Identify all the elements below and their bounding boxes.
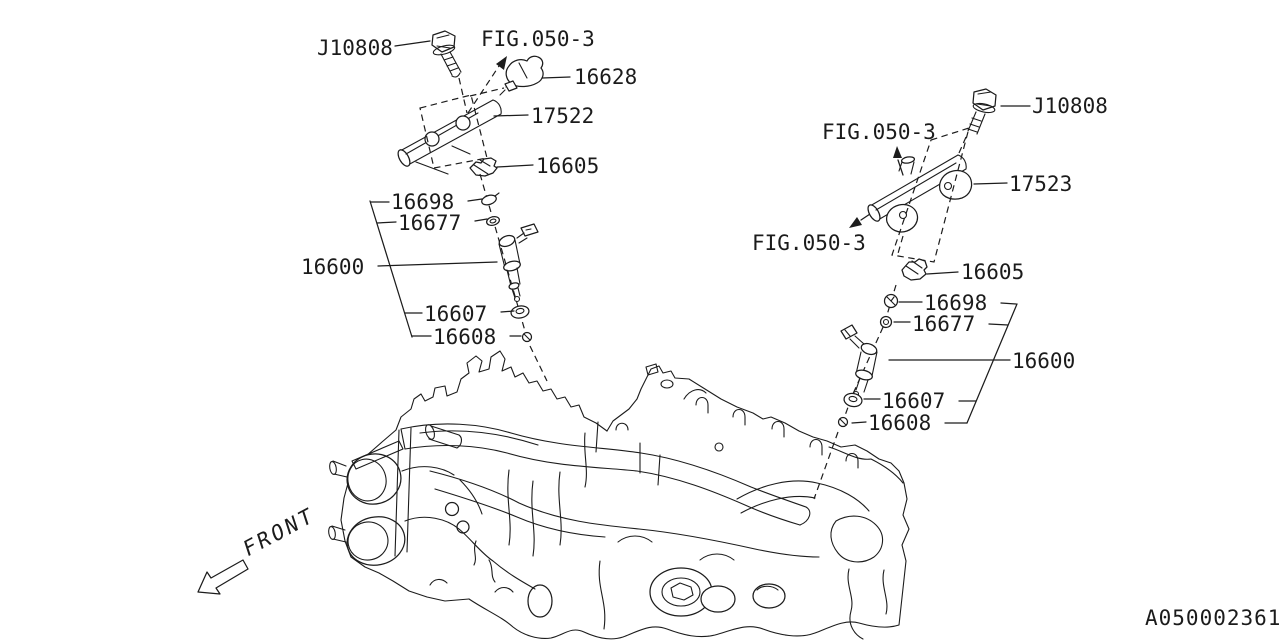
fuel-rail-17522 <box>397 80 518 175</box>
bolt-left <box>431 30 462 78</box>
part-label-16698-left: 16698 <box>391 190 455 214</box>
leader-lines-right <box>851 105 1031 424</box>
injector-16600-left <box>498 223 539 303</box>
part-label-16628: 16628 <box>574 65 638 89</box>
part-label-16608-left: 16608 <box>433 325 497 349</box>
drawing-number: A050002361 <box>1145 606 1280 630</box>
bolt-axis-dashed-right <box>958 136 967 154</box>
part-label-16677-left: 16677 <box>398 211 462 235</box>
part-label-16607-right: 16607 <box>882 389 946 413</box>
part-label-17522: 17522 <box>531 104 595 128</box>
leader-lines-left <box>369 40 571 338</box>
bolt-axis-dashed-left <box>458 77 468 114</box>
fuel-rail-17523 <box>867 154 973 233</box>
part-label-j10808-left: J10808 <box>317 36 393 60</box>
part-label-16698-right: 16698 <box>924 291 988 315</box>
part-label-16677-right: 16677 <box>912 312 976 336</box>
injector-axis-dashed-left <box>479 173 548 382</box>
part-label-16600-right: 16600 <box>1012 349 1076 373</box>
right-injector-assembly <box>813 88 1031 500</box>
insulator-16677-right <box>879 315 893 329</box>
cushion-16608-right <box>837 416 849 428</box>
injector-axis-dashed-right <box>813 235 904 500</box>
part-label-16605-left: 16605 <box>536 154 600 178</box>
fig-ref-arrow-left <box>467 56 507 114</box>
seal-16698-right <box>883 293 899 309</box>
part-label-16607-left: 16607 <box>424 302 488 326</box>
left-injector-assembly <box>369 30 571 382</box>
engine-block-drawing <box>328 350 910 640</box>
part-label-16605-right: 16605 <box>961 260 1025 284</box>
bolt-right <box>967 88 997 135</box>
group-bracket-left <box>369 200 413 338</box>
fig-ref-label-left: FIG.050-3 <box>481 27 595 51</box>
seal-16607-right <box>843 392 863 408</box>
fig-ref-label-right-lower: FIG.050-3 <box>752 231 866 255</box>
cushion-16608-left <box>521 331 533 343</box>
part-label-16608-right: 16608 <box>868 411 932 435</box>
part-label-16600-left: 16600 <box>301 255 365 279</box>
clamp-16605-left <box>469 157 498 177</box>
fig-ref-label-right-upper: FIG.050-3 <box>822 120 936 144</box>
front-direction-arrow <box>197 559 249 595</box>
clamp-16605-right <box>901 258 928 281</box>
seal-16698-left <box>481 192 500 206</box>
seal-16607-left <box>510 305 530 319</box>
part-label-j10808-right: J10808 <box>1032 94 1108 118</box>
group-bracket-right <box>966 303 1018 424</box>
dashed-box-right <box>891 127 970 263</box>
insulator-16677-left <box>486 215 500 227</box>
injector-16600-right <box>840 324 878 398</box>
dashed-box-left <box>419 94 488 169</box>
part-label-17523: 17523 <box>1009 172 1073 196</box>
